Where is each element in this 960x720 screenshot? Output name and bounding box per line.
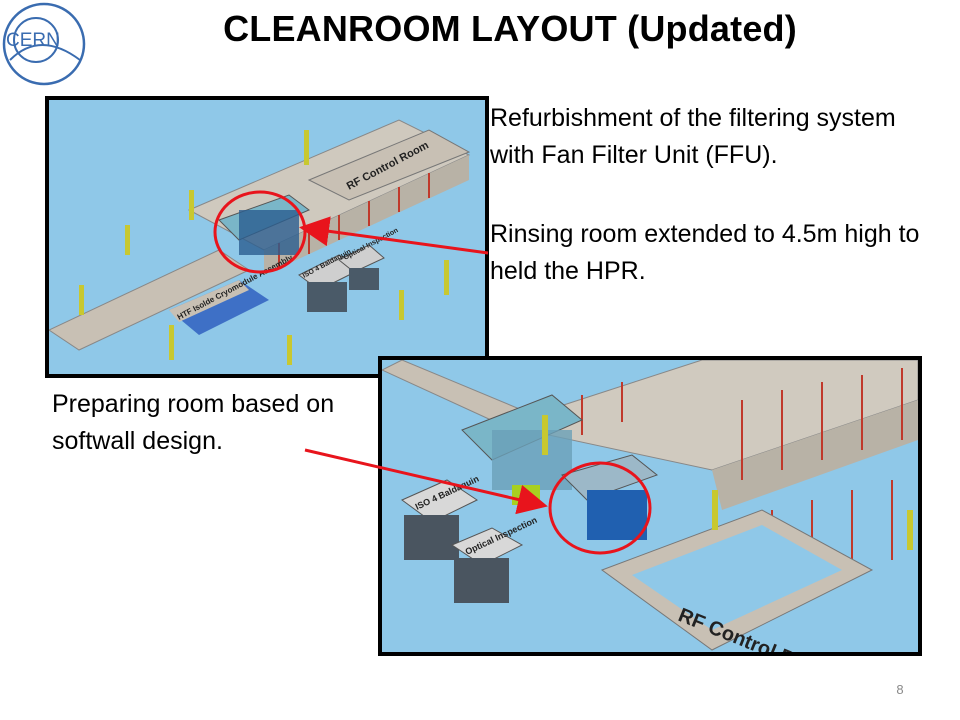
logo-text: CERN xyxy=(6,30,60,51)
note-ffu: Refurbishment of the filtering system wi… xyxy=(490,104,896,169)
cern-logo: CERN xyxy=(2,2,86,86)
note-rinsing-room: Rinsing room extended to 4.5m high to he… xyxy=(490,220,920,285)
layout-image-top: RF Control Room ISO 4 Baldaquin Optical … xyxy=(45,96,489,378)
slide-title: CLEANROOM LAYOUT (Updated) xyxy=(223,8,797,49)
layout-image-bottom: RF Control Room ISO 4 Baldaquin Optical … xyxy=(378,356,922,656)
note-preparing-room: Preparing room based on softwall design. xyxy=(52,390,335,455)
page-number: 8 xyxy=(896,682,904,697)
highlight-circle-bottom xyxy=(548,461,652,555)
